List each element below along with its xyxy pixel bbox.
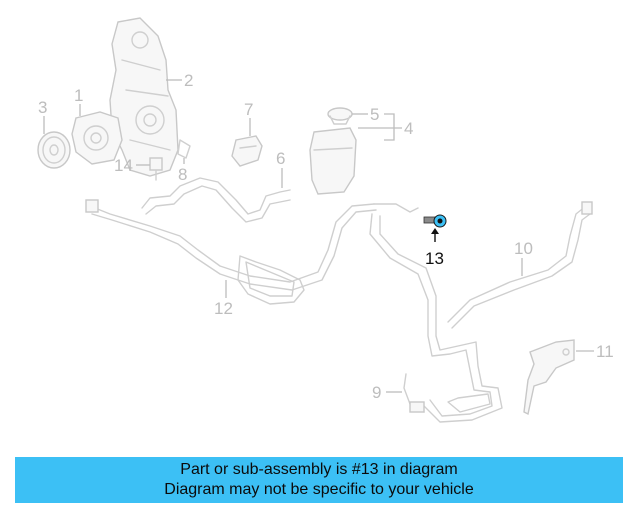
callout-8[interactable]: 8 — [178, 165, 187, 184]
part-2-timing-cover[interactable] — [109, 17, 179, 177]
callout-9[interactable]: 9 — [372, 383, 381, 402]
banner-line-2: Diagram may not be specific to your vehi… — [164, 481, 474, 498]
callout-3[interactable]: 3 — [38, 98, 47, 117]
callout-1[interactable]: 1 — [74, 86, 83, 105]
callout-2[interactable]: 2 — [184, 71, 193, 90]
part-4-reservoir[interactable] — [309, 127, 357, 195]
callout-14[interactable]: 14 — [114, 156, 133, 175]
part-5-reservoir-cap[interactable] — [327, 107, 353, 125]
callout-7[interactable]: 7 — [244, 100, 253, 119]
callout-12[interactable]: 12 — [214, 299, 233, 318]
part-7-bracket[interactable] — [231, 135, 263, 167]
part-13-bolt-highlighted[interactable] — [423, 214, 447, 228]
leader-4 — [358, 113, 402, 141]
callout-11[interactable]: 11 — [596, 342, 614, 361]
part-3-pulley[interactable] — [37, 131, 71, 169]
callout-6[interactable]: 6 — [276, 149, 285, 168]
part-1-power-steering-pump[interactable] — [71, 111, 123, 165]
parts-diagram: 2 1 3 14 8 7 5 4 — [37, 17, 614, 423]
callout-10[interactable]: 10 — [514, 239, 533, 258]
callout-13[interactable]: 13 — [425, 249, 444, 268]
banner-line-1: Part or sub-assembly is #13 in diagram — [180, 461, 458, 478]
part-11-bracket[interactable] — [523, 339, 575, 416]
info-banner: Part or sub-assembly is #13 in diagram D… — [15, 457, 623, 503]
part-9-hose[interactable] — [403, 373, 425, 413]
part-14-bolt[interactable] — [149, 157, 163, 181]
callout-5[interactable]: 5 — [370, 105, 379, 124]
part-8-clamp[interactable] — [177, 139, 191, 159]
callout-4[interactable]: 4 — [404, 119, 413, 138]
leader-13-arrowhead — [431, 228, 439, 234]
part-hose-to-cooler[interactable] — [369, 203, 503, 423]
part-6-return-hose[interactable] — [141, 177, 291, 223]
part-10-return-line[interactable] — [447, 201, 593, 329]
part-12-pressure-line[interactable] — [85, 199, 377, 305]
